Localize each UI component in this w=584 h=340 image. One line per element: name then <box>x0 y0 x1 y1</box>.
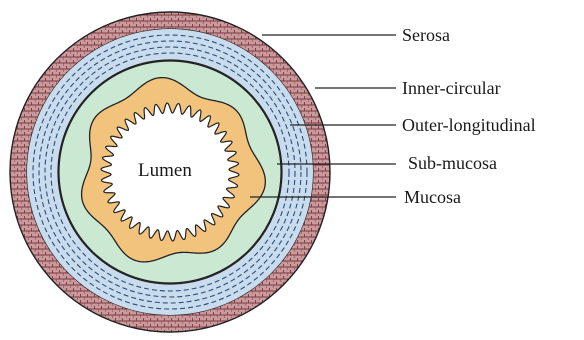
lumen-label: Lumen <box>138 160 192 181</box>
serosa-label: Serosa <box>402 25 450 45</box>
sub-mucosa-label: Sub-mucosa <box>408 153 497 173</box>
mucosa-label: Mucosa <box>404 187 461 207</box>
inner-circular-label: Inner-circular <box>402 78 501 98</box>
outer-longitudinal-label: Outer-longitudinal <box>402 115 536 135</box>
